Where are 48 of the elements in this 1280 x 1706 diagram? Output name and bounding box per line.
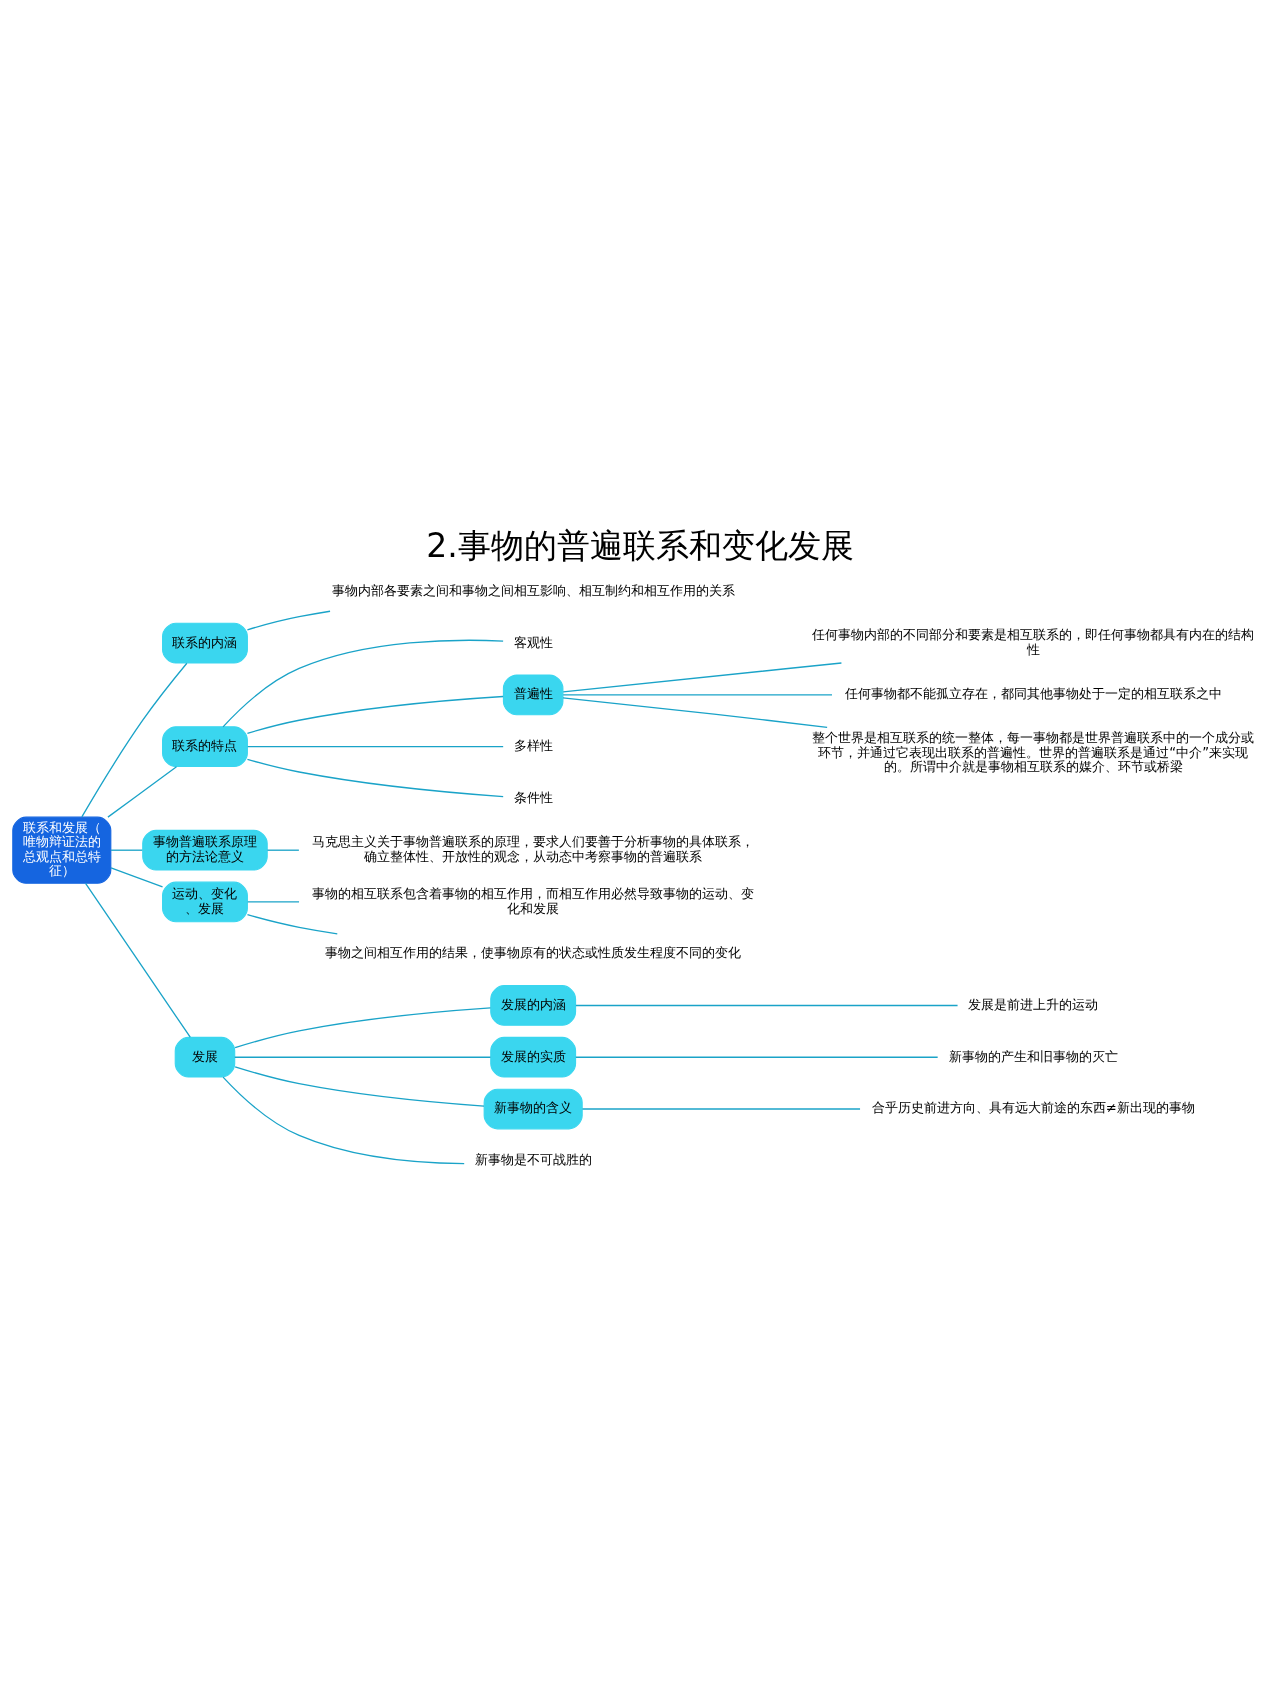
- node-text: 客观性: [513, 634, 553, 650]
- connector: [246, 695, 504, 734]
- connector: [234, 1065, 485, 1107]
- node-text: 发展是前进上升的运动: [968, 996, 1099, 1012]
- node-box: 新事物的含义: [483, 1088, 583, 1129]
- connector: [562, 693, 833, 696]
- connector: [575, 1004, 959, 1006]
- connector: [247, 900, 300, 903]
- connector: [246, 758, 504, 797]
- connector: [84, 882, 191, 1038]
- node-text: 多样性: [513, 737, 553, 753]
- connector: [107, 765, 178, 818]
- connector: [247, 745, 504, 747]
- node-box: 发展: [174, 1036, 236, 1078]
- connector: [266, 849, 300, 851]
- connector: [234, 1056, 492, 1058]
- connector: [575, 1056, 939, 1058]
- node-text: 条件性: [513, 789, 553, 805]
- node-text: 合乎历史前进方向、具有远大前途的东西≠新出现的事物: [871, 1099, 1195, 1115]
- node-box: 事物普遍联系原理的方法论意义: [142, 829, 268, 871]
- node-box: 联系和发展（唯物辩证法的总观点和总特征）: [12, 816, 112, 884]
- node-box: 发展的实质: [490, 1036, 577, 1078]
- node-text: 整个世界是相互联系的统一整体，每一事物都是世界普遍联系中的一个成分或环节，并通过它表现出联系的普遍性。世界的普遍联系是通过“中介”来实现的。所谓中介就是事物相互联系的媒介、环节或桥梁: [812, 729, 1255, 774]
- node-box: 发展的内涵: [490, 984, 577, 1026]
- connector: [222, 639, 504, 727]
- connector: [562, 696, 828, 728]
- node-text: 事物的相互联系包含着事物的相互作用，而相互作用必然导致事物的运动、变化和发展: [312, 885, 755, 916]
- connector: [222, 1075, 465, 1164]
- connector: [562, 661, 843, 693]
- diagram-title: 2.事物的普遍联系和变化发展: [426, 525, 854, 565]
- node-text: 事物之间相互作用的结果，使事物原有的状态或性质发生程度不同的变化: [325, 944, 742, 960]
- connector: [581, 1107, 861, 1110]
- connector: [81, 662, 188, 818]
- connector: [234, 1006, 492, 1048]
- node-box: 联系的内涵: [162, 622, 248, 663]
- node-text: 马克思主义关于事物普遍联系的原理，要求人们要善于分析事物的具体联系，确立整体性、开放性的观念，从动态中考察事物的普遍联系: [312, 833, 755, 864]
- node-text: 任何事物都不能孤立存在，都同其他事物处于一定的相互联系之中: [844, 685, 1222, 701]
- node-box: 普遍性: [502, 674, 564, 715]
- connector: [246, 913, 338, 934]
- node-text: 新事物是不可战胜的: [474, 1151, 592, 1167]
- node-box: 运动、变化、发展: [162, 881, 248, 922]
- connector: [246, 610, 331, 630]
- node-box: 联系的特点: [162, 725, 248, 767]
- node-text: 任何事物内部的不同部分和要素是相互联系的，即任何事物都具有内在的结构性: [812, 626, 1255, 657]
- node-text: 新事物的产生和旧事物的灭亡: [948, 1048, 1118, 1064]
- connector: [110, 866, 164, 887]
- node-text: 事物内部各要素之间和事物之间相互影响、相互制约和相互作用的关系: [331, 582, 735, 598]
- connector: [110, 849, 143, 851]
